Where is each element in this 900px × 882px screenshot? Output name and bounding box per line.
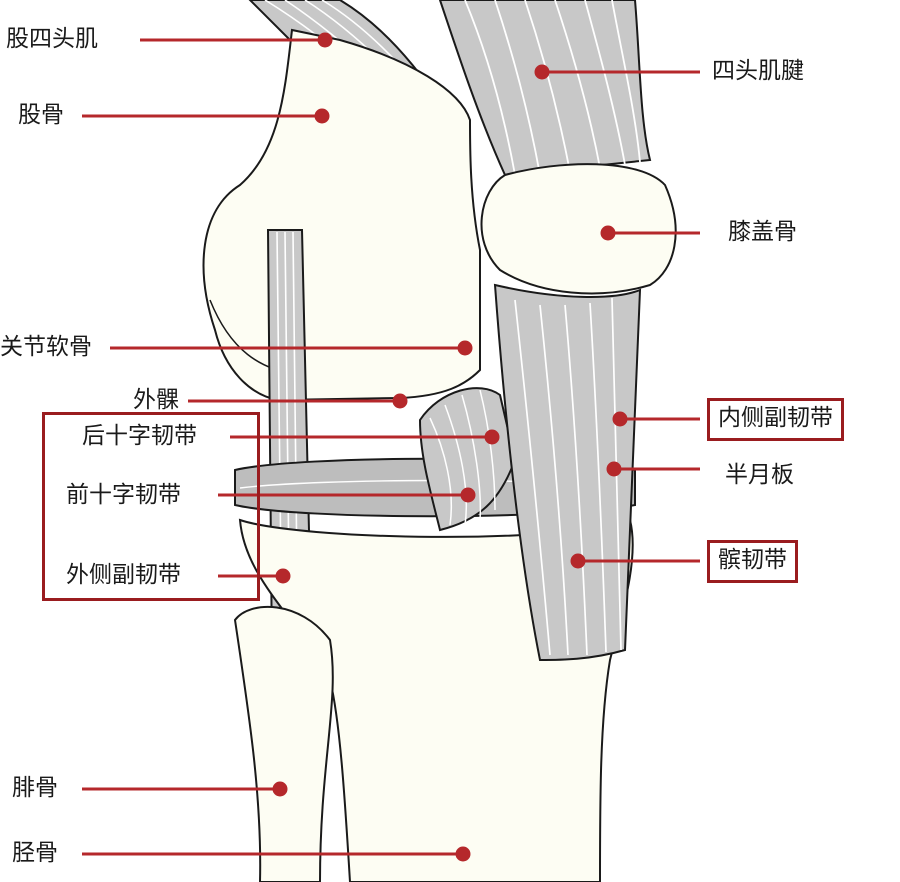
cruciate-collateral-highlight-box [42,412,260,601]
patellar-ligament-shape [493,283,642,662]
label-quadriceps-tendon: 四头肌腱 [712,58,804,84]
fibula-shape [233,605,334,882]
label-patellar-ligament: 髌韧带 [707,540,798,583]
leader-lines [82,32,700,862]
label-fibula: 腓骨 [12,775,58,801]
label-femur: 股骨 [18,102,64,128]
label-lateral-collateral-ligament: 外侧副韧带 [66,562,181,588]
label-medial-collateral-ligament: 内侧副韧带 [707,398,844,441]
quadriceps-tendon-shape [438,0,652,177]
patella-shape [480,163,677,295]
label-lateral-condyle: 外髁 [133,387,179,413]
label-posterior-cruciate-ligament: 后十字韧带 [82,423,197,449]
label-tibia: 胫骨 [12,840,58,866]
label-articular-cartilage: 关节软骨 [0,334,92,360]
label-meniscus: 半月板 [725,462,794,488]
label-anterior-cruciate-ligament: 前十字韧带 [66,482,181,508]
label-patella: 膝盖骨 [728,219,797,245]
label-quadriceps-muscle: 股四头肌 [6,26,98,52]
